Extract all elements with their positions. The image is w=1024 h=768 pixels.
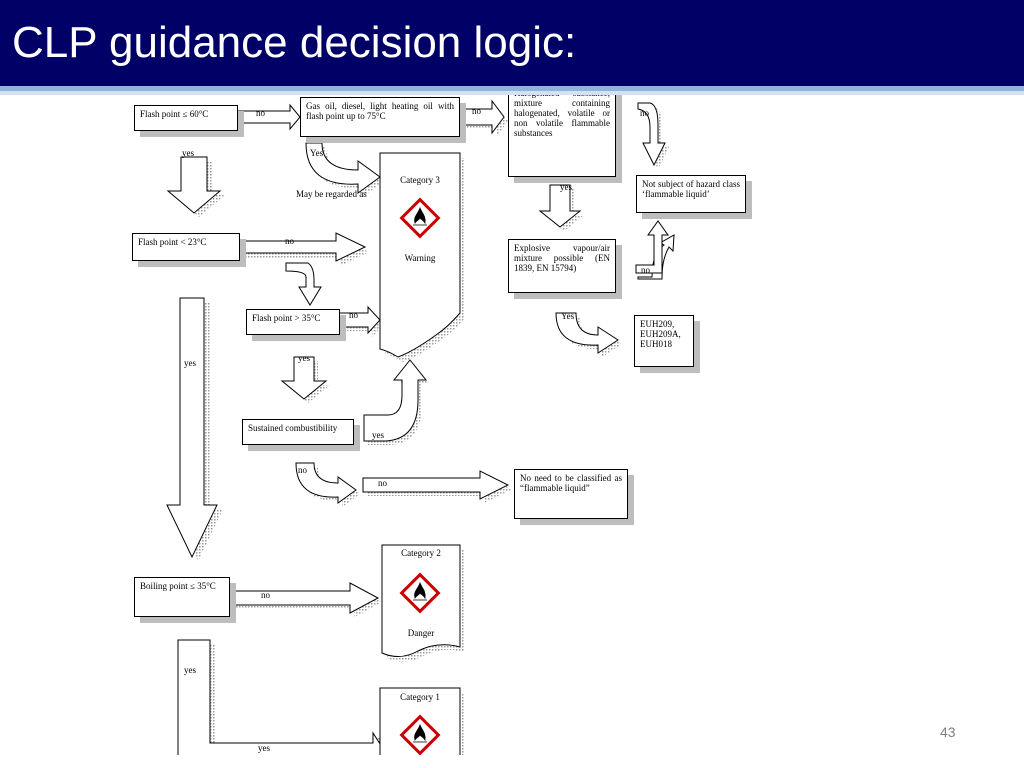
box-gas-oil: Gas oil, diesel, light heating oil with … <box>300 97 460 137</box>
label-yes-boiling: yes <box>184 665 196 675</box>
no-arrow-gasoil <box>459 99 508 137</box>
box-halogenated: Halogenated substance, mixture containin… <box>508 95 616 177</box>
label-yes-flash35: yes <box>298 353 310 363</box>
decision-flowchart: Flash point ≤ 60°C Gas oil, diesel, ligh… <box>118 95 763 755</box>
no-curve-halogen <box>637 102 669 169</box>
yes-curve-explosive <box>555 312 622 357</box>
box-flash-point-35: Flash point > 35°C <box>246 309 340 335</box>
category-1-title: Category 1 <box>400 692 440 702</box>
box-no-need-classified: No need to be classified as “flammable l… <box>514 469 628 519</box>
box-sustained-combustibility: Sustained combustibility <box>242 419 354 445</box>
flowchart-graphics <box>166 99 675 755</box>
label-yes-flash23: yes <box>184 358 196 368</box>
label-may-be-regarded: May be regarded as <box>296 189 367 199</box>
title-accent-band-light <box>0 91 1024 95</box>
label-yes-sustained: yes <box>372 430 384 440</box>
no-arrow-boiling <box>229 582 382 617</box>
category-2-title: Category 2 <box>401 548 441 558</box>
label-no-sustained: no <box>298 465 307 475</box>
yes-curve-sustained <box>363 359 430 445</box>
label-yes-halogen: yes <box>560 182 572 192</box>
yes-arrow-boiling <box>177 639 388 755</box>
label-no-flash35: no <box>349 310 358 320</box>
label-no-boiling: no <box>261 590 270 600</box>
no-curve-sustained <box>295 462 360 507</box>
label-yes-boiling-arrow: yes <box>258 743 270 753</box>
box-boiling-point-35: Boiling point ≤ 35°C <box>134 577 230 617</box>
category-3-panel <box>379 152 465 362</box>
yes-curve-gasoil <box>305 142 384 197</box>
slide-title: CLP guidance decision logic: <box>12 18 577 67</box>
label-no-flash60: no <box>256 108 265 118</box>
category-2-panel <box>381 544 465 662</box>
category-3-signal-word: Warning <box>404 253 436 263</box>
label-no-sustained-arrow: no <box>378 478 387 488</box>
label-yes-gasoil: Yes <box>310 148 324 158</box>
box-flash-point-23: Flash point < 23°C <box>132 233 240 261</box>
yes-arrow-flash60 <box>166 156 225 217</box>
label-no-explosive: no <box>641 265 650 275</box>
curve-to-flash35 <box>285 262 322 306</box>
no-curve-explosive <box>635 220 675 280</box>
yes-arrow-halogen <box>538 184 584 231</box>
title-bar: CLP guidance decision logic: <box>0 0 1024 86</box>
no-arrow-flash35 <box>337 305 384 337</box>
box-not-subject: Not subject of hazard class ‘flammable l… <box>636 175 746 213</box>
category-2-signal-word: Danger <box>407 628 435 638</box>
yes-arrow-flash23 <box>166 297 223 561</box>
page-number: 43 <box>940 724 956 740</box>
label-no-halogen: no <box>640 108 649 118</box>
yes-arrow-flash35 <box>280 356 330 403</box>
box-explosive-mixture: Explosive vapour/air mixture possible (E… <box>508 239 616 293</box>
category-1-panel <box>379 687 465 755</box>
category-3-title: Category 3 <box>400 175 440 185</box>
no-arrow-flash60 <box>237 103 301 131</box>
title-accent-band <box>0 86 1024 91</box>
no-arrow-flash23 <box>239 232 369 266</box>
label-yes-explosive: Yes <box>561 311 575 321</box>
box-euh-statements: EUH209, EUH209A, EUH018 <box>634 315 694 367</box>
label-yes-flash60: yes <box>182 148 194 158</box>
no-arrow-to-no-need <box>362 470 512 503</box>
label-no-flash23: no <box>285 236 294 246</box>
label-no-gasoil: no <box>472 106 481 116</box>
box-flash-point-60: Flash point ≤ 60°C <box>134 105 238 131</box>
